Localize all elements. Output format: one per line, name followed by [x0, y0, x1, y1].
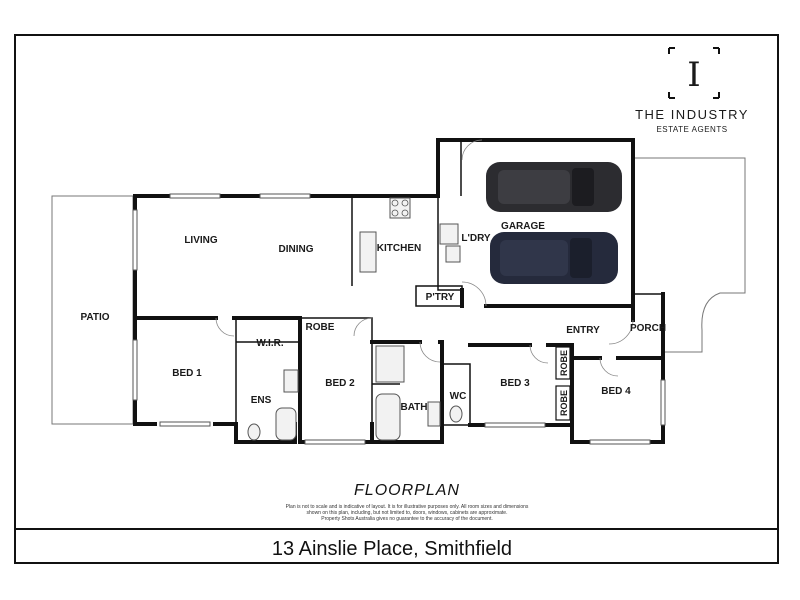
room-label-wir: W.I.R. [256, 338, 283, 349]
room-label-dining: DINING [279, 244, 314, 255]
room-label-robe-bed4: ROBE [559, 390, 569, 416]
room-label-laundry: L'DRY [461, 233, 491, 244]
brand-logo-icon: I [668, 47, 720, 99]
room-label-bath: BATH [400, 402, 427, 413]
room-label-patio: PATIO [80, 312, 109, 323]
driveway-outline [632, 157, 746, 353]
room-label-ensuite: ENS [251, 395, 272, 406]
kitchen-fixtures [359, 197, 461, 273]
page-frame [14, 34, 779, 564]
room-label-bed2: BED 2 [325, 378, 355, 389]
brand-subtitle: ESTATE AGENTS [656, 125, 727, 134]
sink-icon [359, 231, 377, 273]
room-label-robe-bed3: ROBE [559, 350, 569, 376]
plan-title: FLOORPLAN [354, 482, 460, 499]
room-label-entry: ENTRY [566, 325, 600, 336]
room-label-kitchen: KITCHEN [377, 243, 421, 254]
house-walls [133, 138, 665, 444]
toilet-icon [247, 423, 261, 441]
room-label-bed1: BED 1 [172, 368, 202, 379]
bathroom-fixtures [247, 345, 463, 441]
car-icon-2 [490, 232, 618, 284]
room-label-porch: PORCH [630, 323, 666, 334]
room-label-wc: WC [450, 391, 467, 402]
car-icon [486, 162, 622, 212]
disclaimer-line-1: Plan is not to scale and is indicative o… [286, 504, 529, 510]
disclaimer-line-3: Property Shots Australia gives no guaran… [321, 516, 493, 522]
bathtub-icon [275, 407, 297, 441]
brand-logo: I THE INDUSTRY ESTATE AGENTS [635, 47, 749, 134]
room-label-living: LIVING [184, 235, 218, 246]
room-label-robe-bed2: ROBE [306, 322, 335, 333]
disclaimer-line-2: shown on this plan, including, but not l… [307, 510, 508, 516]
patio-outline [51, 195, 134, 425]
windows [132, 193, 666, 445]
stove-icon [389, 197, 411, 219]
room-label-pantry: P'TRY [426, 292, 455, 303]
brand-name: THE INDUSTRY [635, 107, 749, 122]
door-swings [215, 139, 634, 377]
room-label-garage: GARAGE [501, 221, 545, 232]
property-address: 13 Ainslie Place, Smithfield [272, 538, 512, 560]
room-label-bed3: BED 3 [500, 378, 530, 389]
brand-letter: I [687, 55, 700, 95]
room-label-bed4: BED 4 [601, 386, 631, 397]
